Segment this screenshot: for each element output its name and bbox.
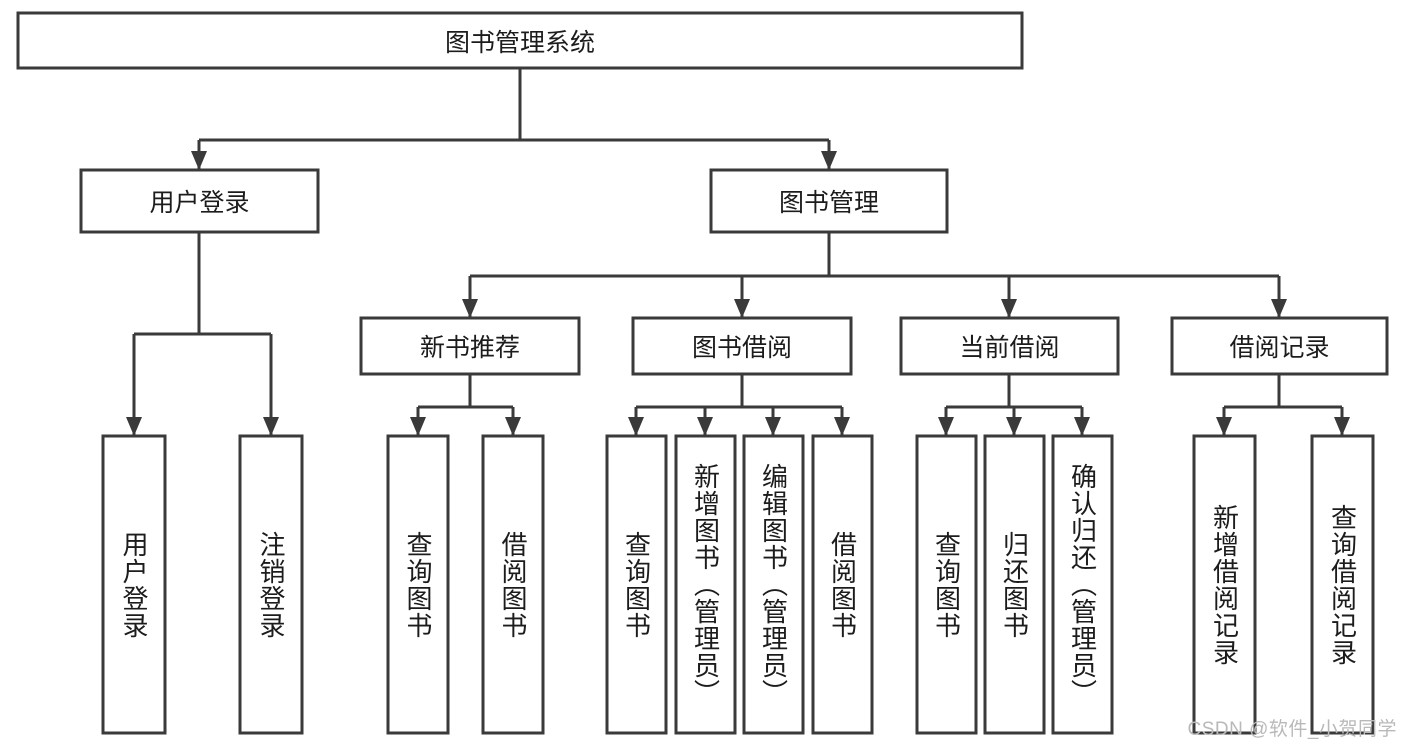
node-box-leaf-user-login[interactable] xyxy=(101,434,167,735)
connector-arrowhead xyxy=(697,417,713,436)
node-box-current-borrow[interactable] xyxy=(899,316,1120,376)
node-box-leaf-add-book[interactable] xyxy=(674,434,737,735)
connector-arrowhead xyxy=(734,299,750,318)
node-box-leaf-confirm-return[interactable] xyxy=(1051,434,1114,735)
connector-arrowhead xyxy=(938,417,954,436)
watermark-text: CSDN @软件_小贺同学 xyxy=(1187,719,1397,740)
connector-arrowhead xyxy=(410,417,426,436)
node-box-book-borrow[interactable] xyxy=(631,316,853,376)
connector-arrowhead xyxy=(263,417,279,436)
node-box-leaf-query-book-1[interactable] xyxy=(386,434,450,735)
node-box-leaf-logout[interactable] xyxy=(238,434,304,735)
connector-arrowhead xyxy=(1271,299,1287,318)
node-box-new-book-recommend[interactable] xyxy=(359,316,581,376)
node-box-leaf-query-book-2[interactable] xyxy=(605,434,668,735)
node-box-leaf-return-book[interactable] xyxy=(983,434,1046,735)
connector-arrowhead xyxy=(628,417,644,436)
connector-arrowhead xyxy=(1006,417,1022,436)
connector-arrowhead xyxy=(1074,417,1090,436)
connector-arrowhead xyxy=(821,151,837,170)
connector-arrowhead xyxy=(505,417,521,436)
node-box-leaf-query-book-3[interactable] xyxy=(915,434,978,735)
connector-arrowhead xyxy=(1216,417,1232,436)
connector-arrowhead xyxy=(1001,299,1017,318)
node-box-leaf-borrow-book-2[interactable] xyxy=(811,434,874,735)
node-box-book-manage[interactable] xyxy=(709,168,949,234)
connector-layer xyxy=(126,68,1350,436)
node-box-leaf-query-record[interactable] xyxy=(1310,434,1375,735)
connector-arrowhead xyxy=(765,417,781,436)
connector-arrowhead xyxy=(462,299,478,318)
node-box-root[interactable] xyxy=(16,11,1024,70)
node-box-leaf-edit-book[interactable] xyxy=(742,434,805,735)
node-layer xyxy=(16,11,1389,735)
node-box-leaf-borrow-book-1[interactable] xyxy=(481,434,545,735)
connector-arrowhead xyxy=(1334,417,1350,436)
connector-arrowhead xyxy=(834,417,850,436)
connector-arrowhead xyxy=(126,417,142,436)
connector-arrowhead xyxy=(191,151,207,170)
node-box-borrow-record[interactable] xyxy=(1170,316,1389,376)
node-box-leaf-add-record[interactable] xyxy=(1192,434,1257,735)
node-box-user-login[interactable] xyxy=(79,168,320,234)
